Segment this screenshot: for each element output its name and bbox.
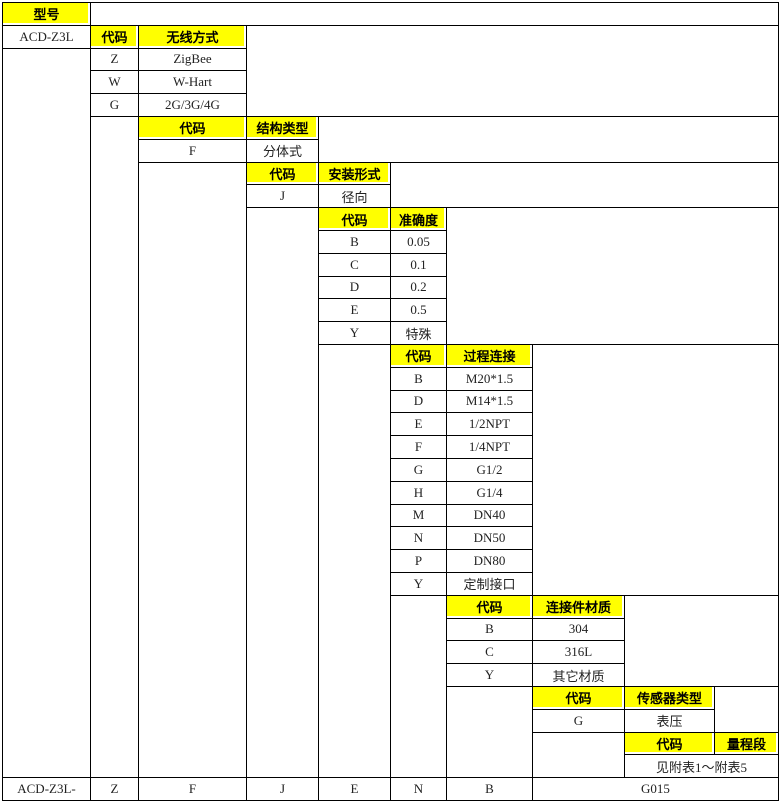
material-code: B [447,618,533,642]
accuracy-code: Y [319,322,391,345]
code-header: 代码 [139,116,247,140]
process-name: DN50 [447,527,533,551]
process-name: G1/2 [447,458,533,482]
process-code: F [391,436,447,459]
sensor-name: 表压 [625,709,715,733]
example-accuracy: E [319,778,391,801]
material-name: 其它材质 [533,664,625,687]
range-header: 量程段 [715,732,779,756]
blank-cell [247,25,779,117]
structure-header: 结构类型 [247,116,319,140]
accuracy-name: 特殊 [391,322,447,345]
blank-cell [139,162,247,779]
blank-cell [3,48,91,779]
blank-cell [533,344,779,596]
wireless-code: G [91,94,139,117]
code-header: 代码 [447,595,533,619]
structure-name: 分体式 [247,139,319,163]
process-name: DN80 [447,550,533,573]
process-code: H [391,481,447,505]
blank-cell [247,208,319,779]
accuracy-name: 0.2 [391,276,447,300]
process-code: M [391,504,447,528]
process-name: G1/4 [447,481,533,505]
wireless-code: Z [91,48,139,72]
range-note: 见附表1～附表5 [625,755,779,779]
blank-cell [447,208,779,345]
accuracy-code: D [319,276,391,300]
code-header: 代码 [533,686,625,710]
material-code: Y [447,664,533,687]
process-header: 过程连接 [447,344,533,368]
process-name: M20*1.5 [447,367,533,391]
example-wireless: Z [91,778,139,801]
blank-cell [91,116,139,779]
process-code: P [391,550,447,573]
code-header: 代码 [247,162,319,186]
accuracy-name: 0.05 [391,230,447,254]
accuracy-code: C [319,253,391,277]
blank-cell [91,3,779,26]
sensor-header: 传感器类型 [625,686,715,710]
accuracy-header: 准确度 [391,208,447,231]
sensor-code: G [533,709,625,733]
blank-cell [319,116,779,163]
wireless-name: W-Hart [139,71,247,95]
example-structure: F [139,778,247,801]
process-code: N [391,527,447,551]
process-code: Y [391,572,447,596]
material-name: 316L [533,641,625,665]
structure-code: F [139,139,247,163]
wireless-name: ZigBee [139,48,247,72]
model-header: 型号 [3,3,91,26]
process-name: 1/4NPT [447,436,533,459]
wireless-code: W [91,71,139,95]
process-name: M14*1.5 [447,390,533,414]
model-name: ACD-Z3L [3,25,91,49]
process-code: D [391,390,447,414]
material-header: 连接件材质 [533,595,625,619]
example-model: ACD-Z3L- [3,778,91,801]
code-header: 代码 [391,344,447,368]
example-mounting: J [247,778,319,801]
material-code: C [447,641,533,665]
blank-cell [533,732,625,779]
code-header: 代码 [91,25,139,49]
wireless-header: 无线方式 [139,25,247,49]
blank-cell [625,595,779,687]
process-code: B [391,367,447,391]
accuracy-name: 0.5 [391,299,447,323]
mounting-name: 径向 [319,185,391,209]
mounting-header: 安装形式 [319,162,391,186]
example-material: B [447,778,533,801]
code-header: 代码 [319,208,391,231]
process-name: 1/2NPT [447,413,533,437]
process-name: 定制接口 [447,572,533,596]
code-header: 代码 [625,732,715,756]
example-range: G015 [533,778,779,801]
process-name: DN40 [447,504,533,528]
blank-cell [447,686,533,779]
accuracy-code: B [319,230,391,254]
process-code: E [391,413,447,437]
blank-cell [319,344,391,779]
mounting-code: J [247,185,319,209]
accuracy-code: E [319,299,391,323]
process-code: G [391,458,447,482]
blank-cell [391,595,447,779]
blank-cell [391,162,779,209]
wireless-name: 2G/3G/4G [139,94,247,117]
blank-cell [715,686,779,733]
accuracy-name: 0.1 [391,253,447,277]
material-name: 304 [533,618,625,642]
example-process: N [391,778,447,801]
